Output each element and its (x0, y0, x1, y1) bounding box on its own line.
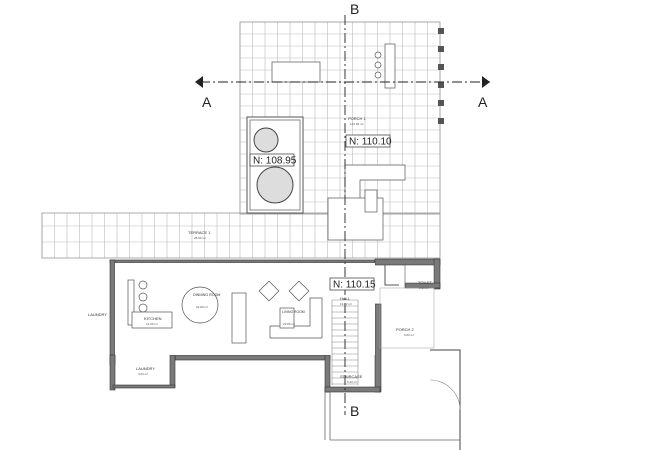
room-area-toilet: 2.90 m² (419, 286, 429, 290)
room-area-hall: 13.22 m² (340, 302, 352, 306)
side-label-laundry: LAUNDRY (88, 312, 107, 317)
level-tag-interior: N: 110.15 (333, 280, 376, 291)
tree-icon (253, 127, 279, 153)
room-area-dinning: 22.80 m² (196, 305, 208, 309)
room-label-porch1: PORCH 1 (348, 116, 367, 121)
tree-icon (256, 166, 294, 204)
room-area-staircase: 5.20 m² (347, 380, 357, 384)
room-label-dinning: DINNING ROOM (193, 293, 220, 297)
room-area-kitchen: 14.00 m² (146, 322, 158, 326)
outdoor-bar (384, 43, 396, 89)
fireplace (231, 292, 247, 344)
room-label-toilet: TOILET (418, 280, 432, 285)
room-label-staircase: STAIRCASE (340, 374, 363, 379)
kitchen-island (131, 311, 173, 329)
room-label-laundry: LAUNDRY (136, 366, 155, 371)
outdoor-dining-table (271, 61, 321, 83)
kitchen-counter (127, 279, 135, 326)
room-area-living: 29.80 m² (283, 322, 295, 326)
section-marker-a-right: A (478, 94, 488, 110)
section-marker-b-top: B (350, 1, 359, 17)
room-label-porch2: PORCH 2 (396, 327, 415, 332)
level-tag-porch: N: 110.10 (349, 137, 392, 148)
room-area-terrace1: 28.90 m² (194, 236, 206, 240)
level-tag-planter: N: 108.95 (253, 156, 297, 167)
room-area-porch2: 6.60 m² (404, 333, 414, 337)
room-area-laundry: 4.60 m² (138, 372, 148, 376)
room-area-porch1: 123.69 m² (350, 122, 364, 126)
dining-table (181, 286, 219, 324)
coffee-table (279, 307, 295, 329)
terrace (41, 212, 441, 259)
room-label-terrace1: TERRACE 1 (188, 230, 211, 235)
room-label-hall: HALL (340, 296, 351, 301)
room-label-kitchen: KITCHEN (144, 316, 162, 321)
section-marker-a-left: A (202, 94, 212, 110)
room-label-living: LIVING ROOM (282, 310, 305, 314)
section-marker-b-bottom: B (350, 403, 359, 419)
